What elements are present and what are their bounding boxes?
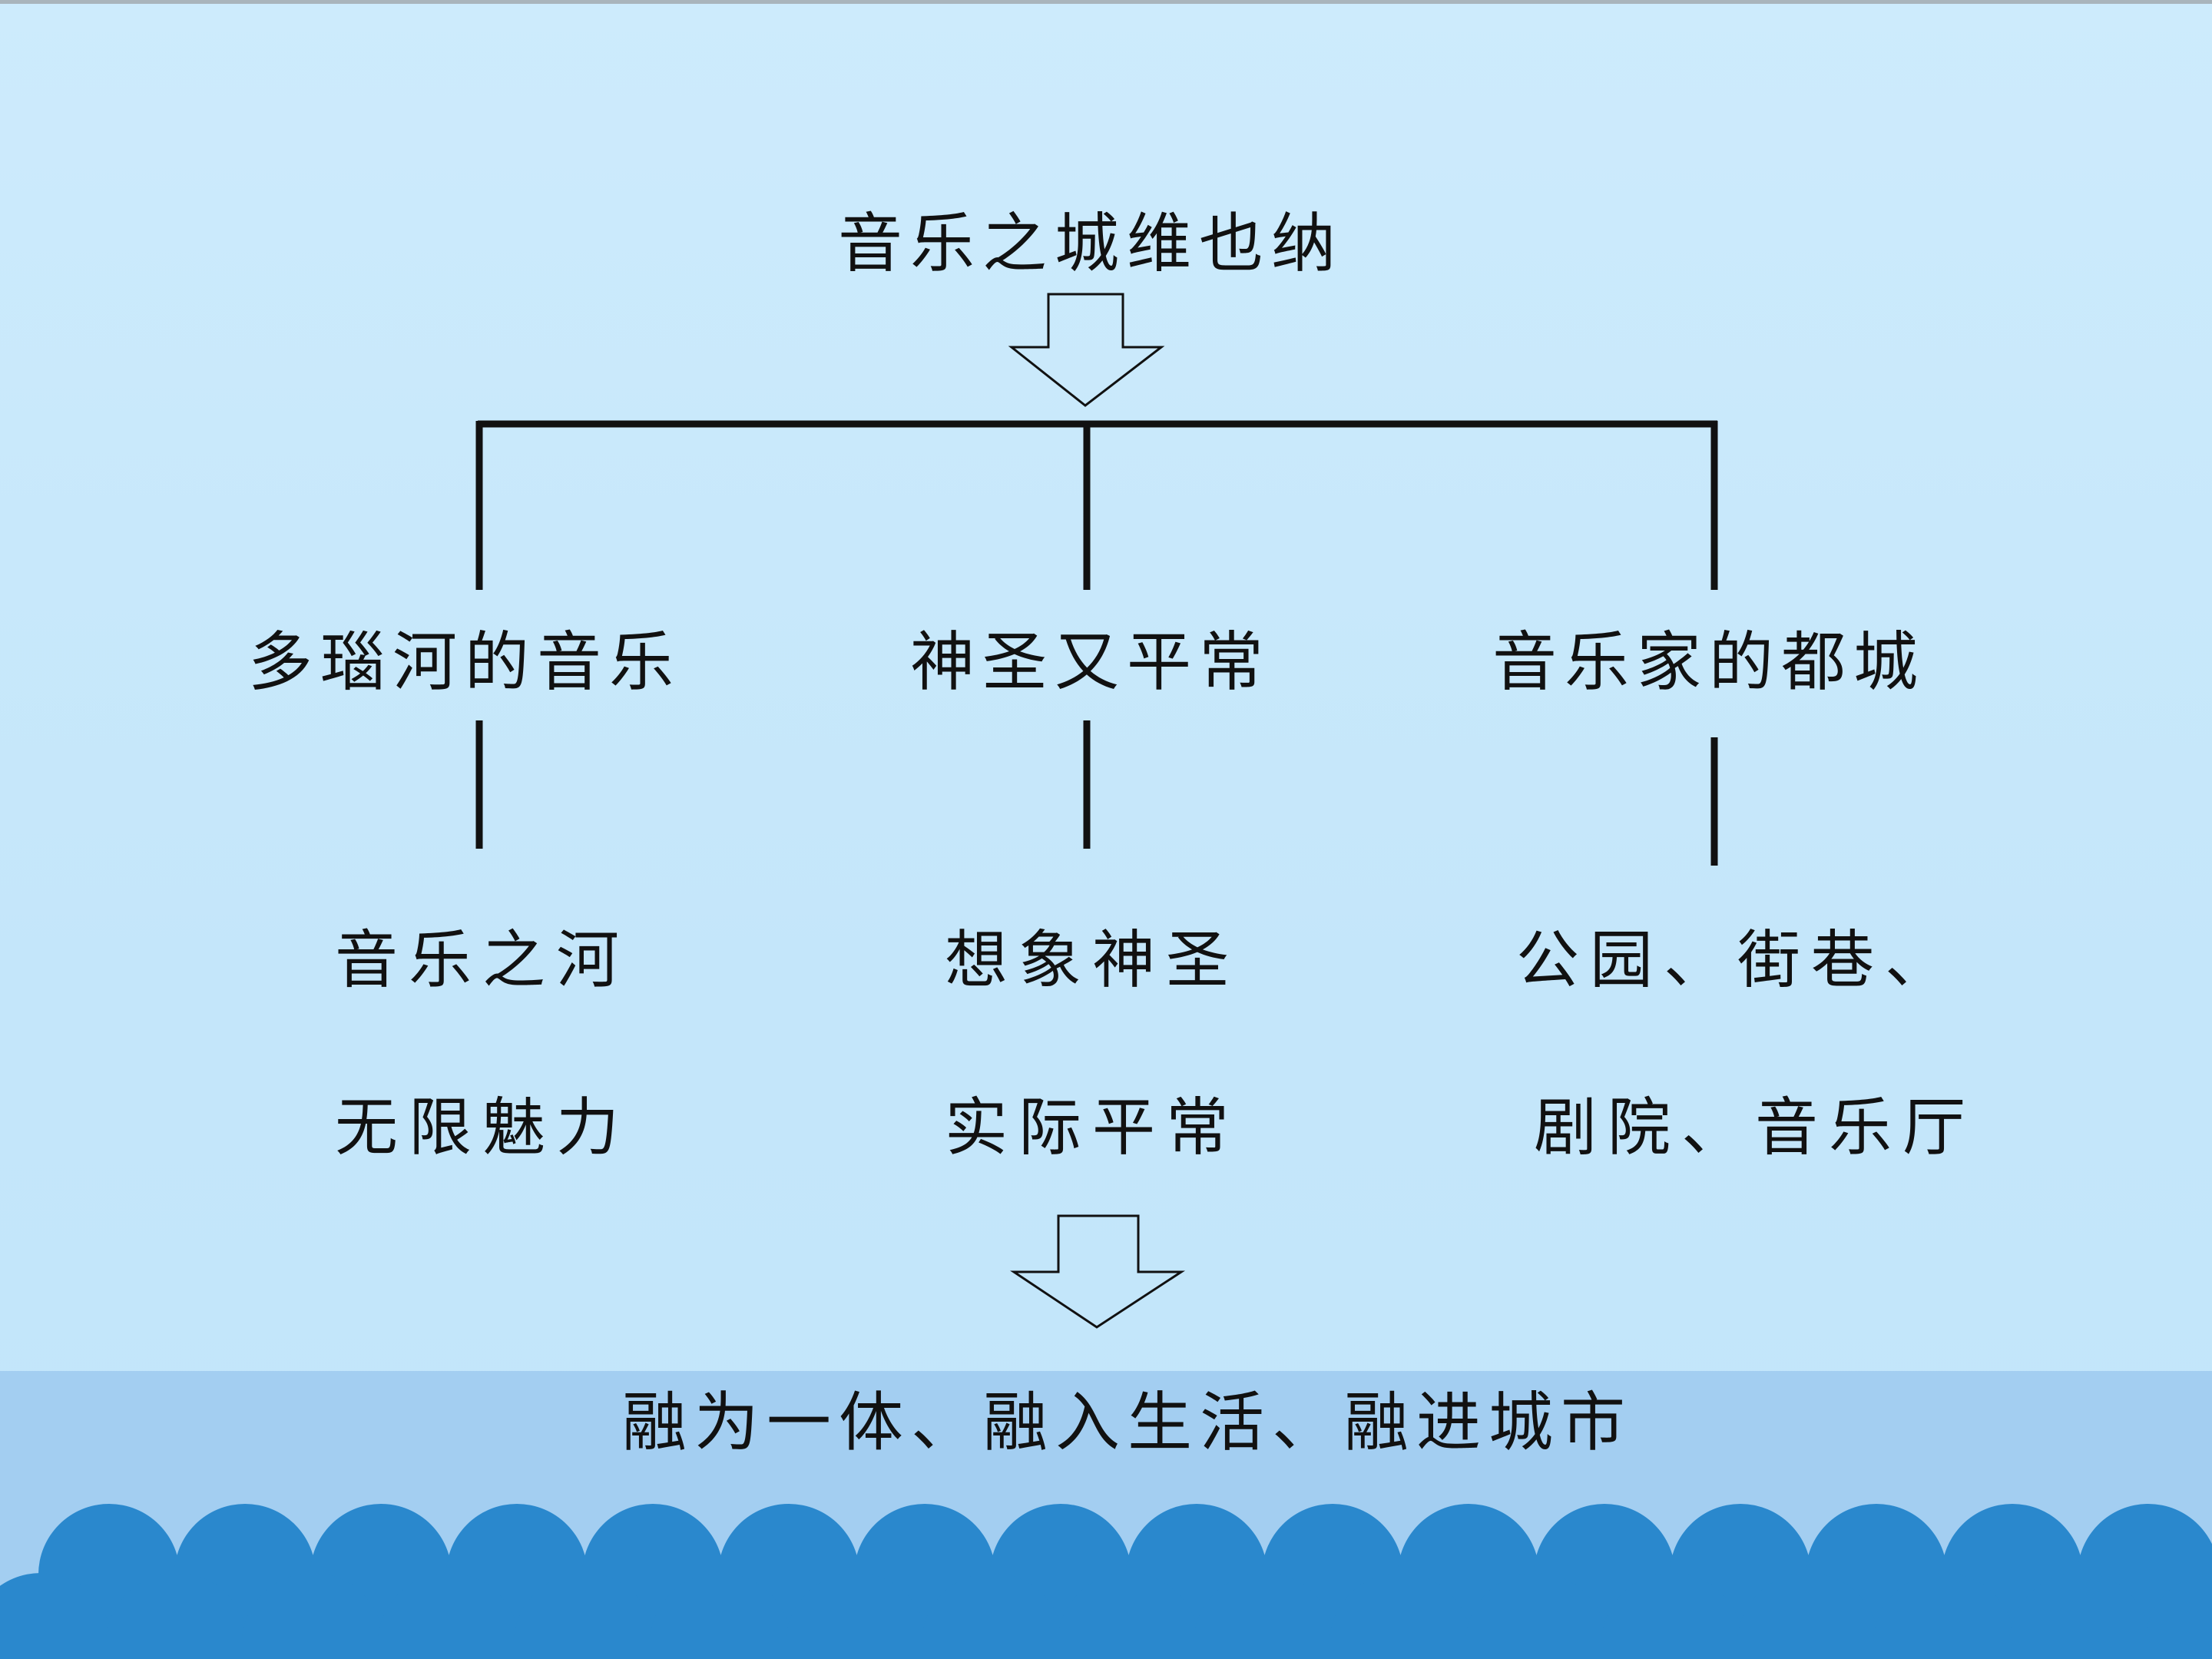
- wave-scale: [106, 1573, 247, 1659]
- wave-scale: [1330, 1573, 1471, 1659]
- branch-title-capital: 音乐家的都城: [1492, 624, 1926, 700]
- wave-scale: [1465, 1573, 1607, 1659]
- wave-scale: [1737, 1573, 1879, 1659]
- branch-detail-line: 音乐之河: [334, 924, 631, 997]
- wave-scale: [1058, 1573, 1199, 1659]
- conclusion-text: 融为一体、融入生活、融进城市: [621, 1385, 1634, 1460]
- branch-detail-line: 剧院、音乐厅: [1533, 1091, 1977, 1164]
- down-arrow-top: [1008, 293, 1165, 407]
- branch-detail-line: 想象神圣: [944, 924, 1240, 997]
- branch-detail-line: 公园、街巷、: [1515, 924, 1959, 997]
- wave-scale: [2009, 1573, 2151, 1659]
- wave-scale: [378, 1573, 519, 1659]
- branch-title-sacred: 神圣又平常: [909, 624, 1272, 700]
- branch-detail-line: 无限魅力: [334, 1091, 631, 1164]
- diagram-title: 音乐之城维也纳: [837, 206, 1344, 281]
- wave-scale: [650, 1573, 791, 1659]
- branch-title-danube: 多瑙河的音乐: [247, 624, 682, 700]
- wave-scale: [1873, 1573, 2015, 1659]
- wave-scale: [242, 1573, 383, 1659]
- wave-scale: [514, 1573, 655, 1659]
- down-arrow-bottom: [1010, 1214, 1186, 1329]
- wave-scale: [0, 1573, 111, 1659]
- wave-scale: [2145, 1573, 2212, 1659]
- top-rule: [0, 0, 2212, 4]
- wave-scale: [922, 1573, 1063, 1659]
- wave-scale: [1601, 1573, 1743, 1659]
- wave-scale: [786, 1573, 927, 1659]
- wave-scale: [1194, 1573, 1335, 1659]
- branch-detail-line: 实际平常: [944, 1091, 1240, 1164]
